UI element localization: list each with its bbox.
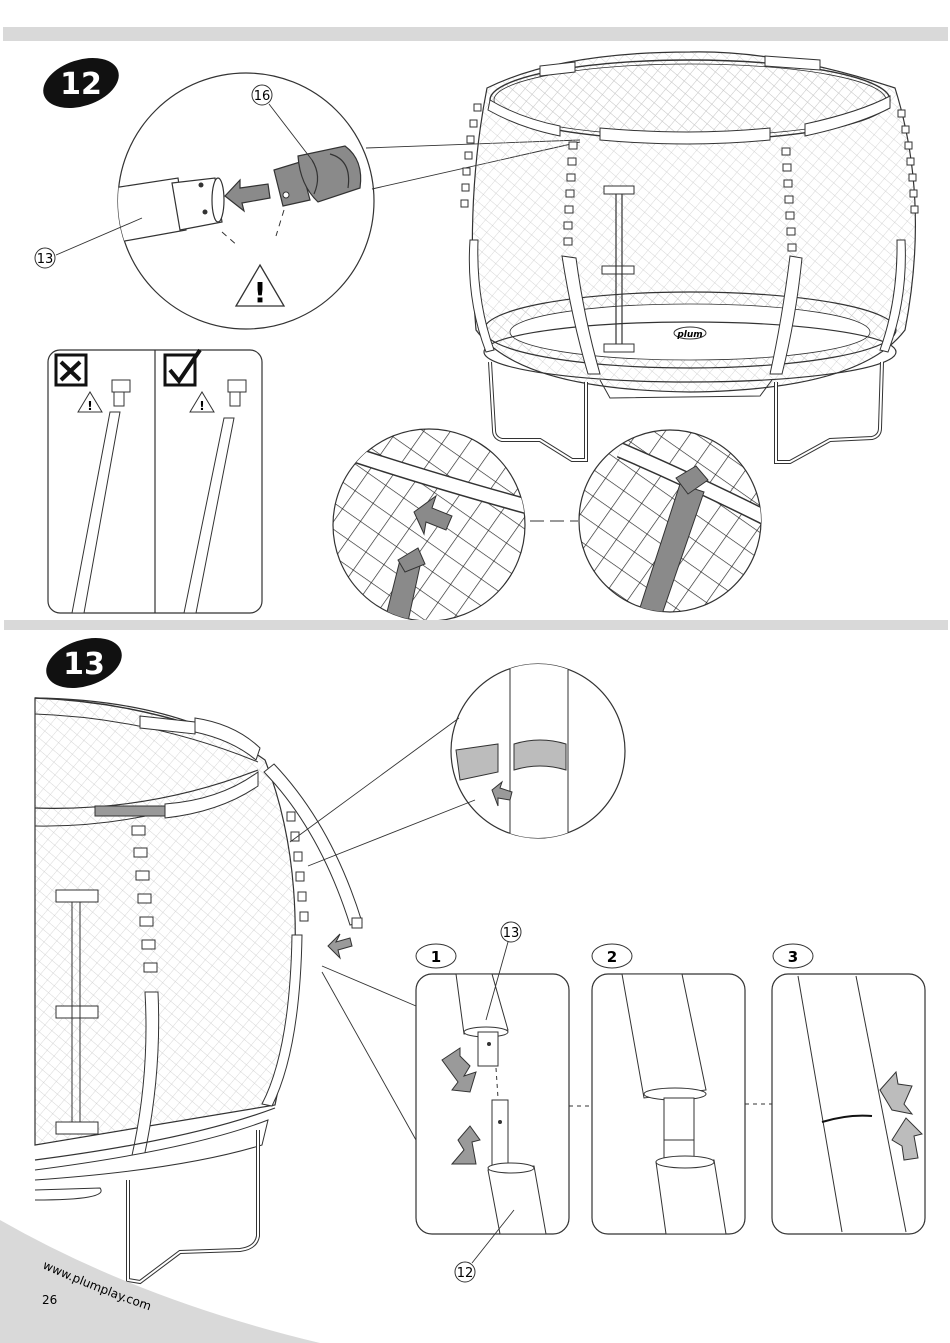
svg-text:13: 13 bbox=[503, 926, 520, 941]
leader-line bbox=[322, 966, 416, 1006]
substep-3-label: 3 bbox=[788, 948, 798, 966]
substep-3-panel: 3 bbox=[772, 944, 925, 1234]
substep-2-panel: 2 bbox=[592, 944, 745, 1234]
substep-1-label: 1 bbox=[431, 948, 441, 966]
comparison-panel: ! ! bbox=[48, 350, 262, 613]
plum-logo: plum bbox=[676, 330, 702, 340]
step-12-badge: 12 bbox=[37, 49, 125, 117]
svg-text:13: 13 bbox=[37, 252, 54, 267]
substep-1-panel: 1 bbox=[416, 944, 569, 1234]
svg-text:12: 12 bbox=[457, 1266, 474, 1281]
warning-wrong: ! bbox=[87, 399, 92, 413]
page-number: 26 bbox=[42, 1293, 57, 1307]
footer-corner bbox=[0, 1220, 320, 1343]
detail-pole-seated bbox=[570, 420, 770, 630]
warning-right: ! bbox=[199, 399, 204, 413]
top-band bbox=[3, 27, 948, 41]
step-13-badge: 13 bbox=[40, 629, 128, 697]
substep-2-label: 2 bbox=[607, 948, 617, 966]
trampoline-closeup bbox=[35, 698, 362, 1282]
trampoline-illustration: plum bbox=[461, 52, 918, 462]
x-box-icon bbox=[56, 355, 86, 385]
step-13-number: 13 bbox=[63, 647, 105, 682]
step-12-number: 12 bbox=[60, 67, 102, 102]
detail-tape bbox=[290, 660, 625, 866]
leader-line bbox=[322, 972, 416, 1140]
check-box-icon bbox=[165, 350, 200, 385]
svg-text:16: 16 bbox=[254, 89, 271, 104]
detail-insert-pole bbox=[320, 420, 540, 640]
warning-sign: ! bbox=[254, 276, 267, 309]
middle-band bbox=[4, 620, 948, 630]
